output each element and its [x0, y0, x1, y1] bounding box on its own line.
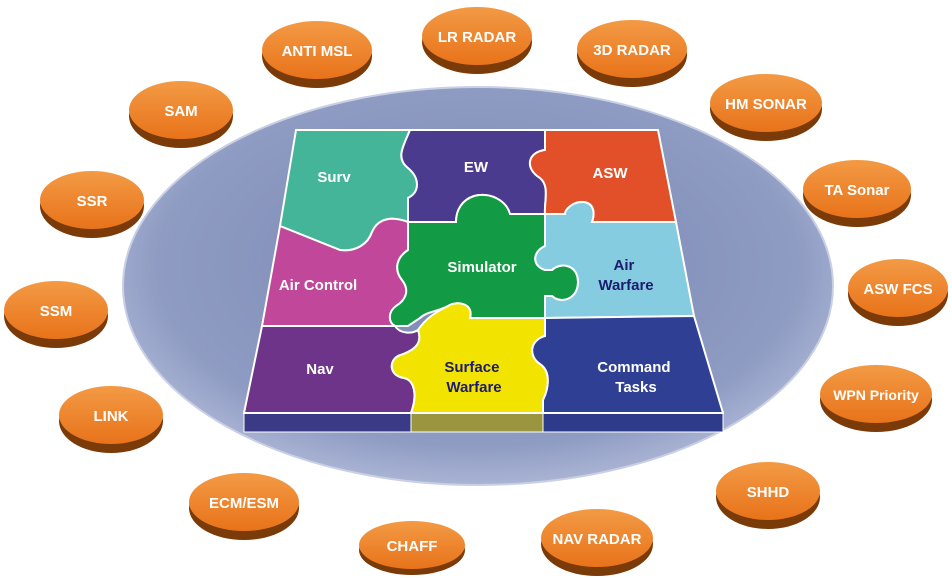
satellite-nav-radar: NAV RADAR — [541, 509, 653, 576]
satellite-label-wpn-priority: WPN Priority — [833, 387, 919, 403]
piece-label-air-warfare: Air Warfare — [598, 257, 653, 294]
satellite-label-sam: SAM — [164, 103, 197, 120]
satellite-label-ta-sonar: TA Sonar — [824, 182, 889, 199]
satellite-label-lr-radar: LR RADAR — [438, 29, 516, 46]
puzzle-piece-command-tasks — [531, 314, 725, 414]
piece-label-surface-warfare: Surface Warfare — [444, 359, 503, 396]
satellite-label-3d-radar: 3D RADAR — [593, 42, 671, 59]
satellite-anti-msl: ANTI MSL — [262, 21, 372, 88]
satellite-ssm: SSM — [4, 281, 108, 348]
satellite-label-ecm-esm: ECM/ESM — [209, 495, 279, 512]
satellite-asw-fcs: ASW FCS — [848, 259, 948, 326]
satellite-label-ssm: SSM — [40, 303, 73, 320]
satellite-sam: SAM — [129, 81, 233, 148]
piece-label-simulator: Simulator — [447, 259, 516, 276]
satellite-ssr: SSR — [40, 171, 144, 238]
satellite-3d-radar: 3D RADAR — [577, 20, 687, 87]
base-strip-middle — [410, 412, 544, 433]
piece-label-air-control: Air Control — [279, 277, 357, 294]
base-strip-left — [243, 412, 412, 433]
satellite-label-anti-msl: ANTI MSL — [282, 43, 353, 60]
satellite-label-asw-fcs: ASW FCS — [863, 281, 932, 298]
satellite-ecm-esm: ECM/ESM — [189, 473, 299, 540]
satellite-label-link: LINK — [94, 408, 129, 425]
satellite-lr-radar: LR RADAR — [422, 7, 532, 74]
satellite-ta-sonar: TA Sonar — [803, 160, 911, 227]
satellite-label-shhd: SHHD — [747, 484, 790, 501]
piece-label-nav: Nav — [306, 361, 334, 378]
base-strip-right — [542, 412, 724, 433]
piece-label-asw: ASW — [593, 165, 629, 182]
satellite-label-nav-radar: NAV RADAR — [553, 531, 642, 548]
satellite-shhd: SHHD — [716, 462, 820, 529]
satellite-hm-sonar: HM SONAR — [710, 74, 822, 141]
piece-label-command-tasks: Command Tasks — [597, 359, 675, 396]
piece-label-surv: Surv — [317, 169, 351, 186]
satellite-link: LINK — [59, 386, 163, 453]
satellite-label-hm-sonar: HM SONAR — [725, 96, 807, 113]
satellite-wpn-priority: WPN Priority — [820, 365, 932, 432]
puzzle-board: Surv EW ASW Air Control Simulator Air Wa… — [242, 129, 725, 433]
satellite-label-chaff: CHAFF — [387, 538, 438, 555]
satellite-chaff: CHAFF — [359, 521, 465, 575]
puzzle-piece-air-warfare — [534, 200, 696, 320]
satellite-ring: LR RADAR 3D RADAR HM SONAR TA Sonar — [4, 7, 948, 576]
satellite-label-ssr: SSR — [77, 193, 108, 210]
piece-label-ew: EW — [464, 159, 489, 176]
